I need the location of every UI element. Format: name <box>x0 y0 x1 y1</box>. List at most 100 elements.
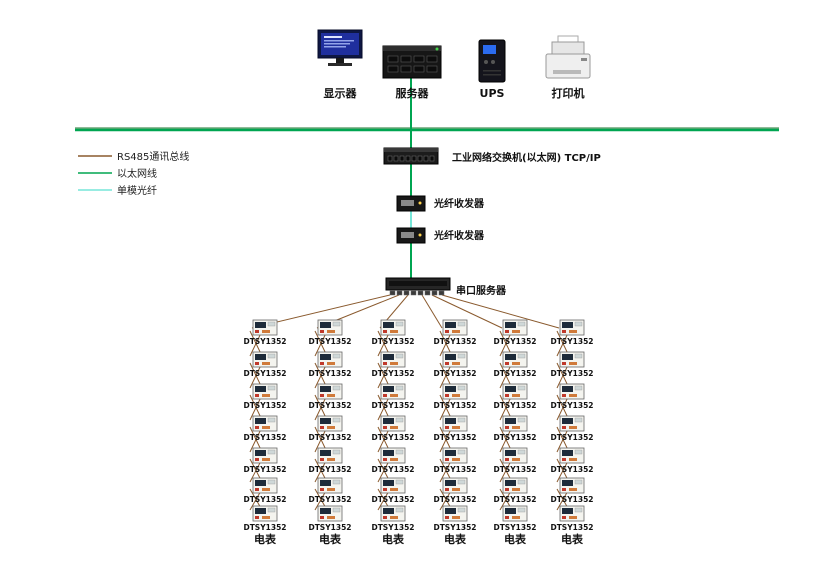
meter-icon <box>252 351 278 368</box>
printer-icon <box>545 35 591 79</box>
meter-icon <box>380 415 406 432</box>
meter-icon <box>252 505 278 522</box>
meter-model-label: DTSY1352 <box>433 337 476 346</box>
meter-icon <box>502 351 528 368</box>
meter-model-label: DTSY1352 <box>243 465 286 474</box>
meter-icon <box>252 447 278 464</box>
meter-icon <box>559 415 585 432</box>
meter-model-label: DTSY1352 <box>493 401 536 410</box>
meter-model-label: DTSY1352 <box>308 337 351 346</box>
meter-model-label: DTSY1352 <box>550 523 593 532</box>
meter-model-label: DTSY1352 <box>371 523 414 532</box>
legend-label-rs485: RS485通讯总线 <box>117 150 189 163</box>
meter-model-label: DTSY1352 <box>308 495 351 504</box>
fiber-transceiver-2-label: 光纤收发器 <box>433 229 485 242</box>
meter-model-label: DTSY1352 <box>493 433 536 442</box>
meter-icon <box>380 351 406 368</box>
rs485-fan-line <box>441 294 560 329</box>
meter-model-label: DTSY1352 <box>550 337 593 346</box>
meter-model-label: DTSY1352 <box>493 523 536 532</box>
meter-icon <box>559 505 585 522</box>
meter-icon <box>380 505 406 522</box>
ethernet-switch-label: 工业网络交换机(以太网) TCP/IP <box>452 151 601 164</box>
meter-icon <box>380 447 406 464</box>
meter-icon <box>502 383 528 400</box>
meter-model-label: DTSY1352 <box>308 433 351 442</box>
meter-bottom-label: 电表 <box>444 532 467 546</box>
meter-model-label: DTSY1352 <box>433 523 476 532</box>
meter-icon <box>559 447 585 464</box>
meter-model-label: DTSY1352 <box>433 495 476 504</box>
meter-icon <box>317 383 343 400</box>
server-label: 服务器 <box>396 86 430 100</box>
legend: RS485通讯总线 以太网线 单模光纤 <box>78 150 189 197</box>
legend-label-ethernet: 以太网线 <box>117 167 157 180</box>
meter-icon <box>442 477 468 494</box>
meter-icon <box>380 319 406 336</box>
meter-icon <box>442 415 468 432</box>
monitor-label: 显示器 <box>324 87 358 100</box>
meter-model-label: DTSY1352 <box>493 465 536 474</box>
meter-model-label: DTSY1352 <box>308 369 351 378</box>
meter-model-label: DTSY1352 <box>550 495 593 504</box>
meter-model-label: DTSY1352 <box>371 401 414 410</box>
meter-icon <box>317 319 343 336</box>
meter-model-label: DTSY1352 <box>433 401 476 410</box>
meters-layer: DTSY1352DTSY1352DTSY1352DTSY1352DTSY1352… <box>243 319 594 546</box>
meter-model-label: DTSY1352 <box>371 337 414 346</box>
ups-icon <box>478 39 506 83</box>
meter-icon <box>502 477 528 494</box>
fiber-transceiver-1-label: 光纤收发器 <box>433 197 485 210</box>
rs485-fan-line <box>421 294 443 329</box>
meter-icon <box>559 477 585 494</box>
fiber-transceiver-2-icon <box>396 227 426 244</box>
meter-model-label: DTSY1352 <box>433 465 476 474</box>
meter-icon <box>317 447 343 464</box>
meter-model-label: DTSY1352 <box>493 369 536 378</box>
meter-icon <box>442 383 468 400</box>
printer-label: 打印机 <box>552 86 585 100</box>
meter-model-label: DTSY1352 <box>243 369 286 378</box>
meter-model-label: DTSY1352 <box>243 495 286 504</box>
monitor-icon <box>317 29 363 66</box>
meter-model-label: DTSY1352 <box>371 495 414 504</box>
meter-bottom-label: 电表 <box>561 532 584 546</box>
meter-icon <box>252 383 278 400</box>
meter-icon <box>442 319 468 336</box>
meter-model-label: DTSY1352 <box>243 433 286 442</box>
meter-model-label: DTSY1352 <box>308 465 351 474</box>
meter-model-label: DTSY1352 <box>550 433 593 442</box>
meter-icon <box>442 505 468 522</box>
meter-icon <box>559 351 585 368</box>
meter-model-label: DTSY1352 <box>493 495 536 504</box>
meter-icon <box>252 415 278 432</box>
meter-bottom-label: 电表 <box>382 532 405 546</box>
meter-icon <box>502 505 528 522</box>
meter-model-label: DTSY1352 <box>371 433 414 442</box>
meter-icon <box>559 383 585 400</box>
meter-bottom-label: 电表 <box>504 532 527 546</box>
meter-icon <box>317 477 343 494</box>
meter-icon <box>502 319 528 336</box>
meter-model-label: DTSY1352 <box>243 401 286 410</box>
meter-model-label: DTSY1352 <box>243 523 286 532</box>
meter-model-label: DTSY1352 <box>308 401 351 410</box>
meter-icon <box>317 351 343 368</box>
meter-icon <box>380 383 406 400</box>
serial-server-icon <box>385 277 451 296</box>
meter-model-label: DTSY1352 <box>243 337 286 346</box>
meter-model-label: DTSY1352 <box>550 465 593 474</box>
fiber-transceiver-1-icon <box>396 195 426 212</box>
meter-icon <box>380 477 406 494</box>
meter-icon <box>442 447 468 464</box>
meter-icon <box>317 505 343 522</box>
meter-model-label: DTSY1352 <box>433 433 476 442</box>
ups-label: UPS <box>480 87 505 100</box>
meter-bottom-label: 电表 <box>319 532 342 546</box>
ethernet-switch-icon <box>383 147 439 165</box>
meter-icon <box>317 415 343 432</box>
meter-bottom-label: 电表 <box>254 532 277 546</box>
meter-model-label: DTSY1352 <box>550 369 593 378</box>
serial-server-label: 串口服务器 <box>456 284 507 297</box>
